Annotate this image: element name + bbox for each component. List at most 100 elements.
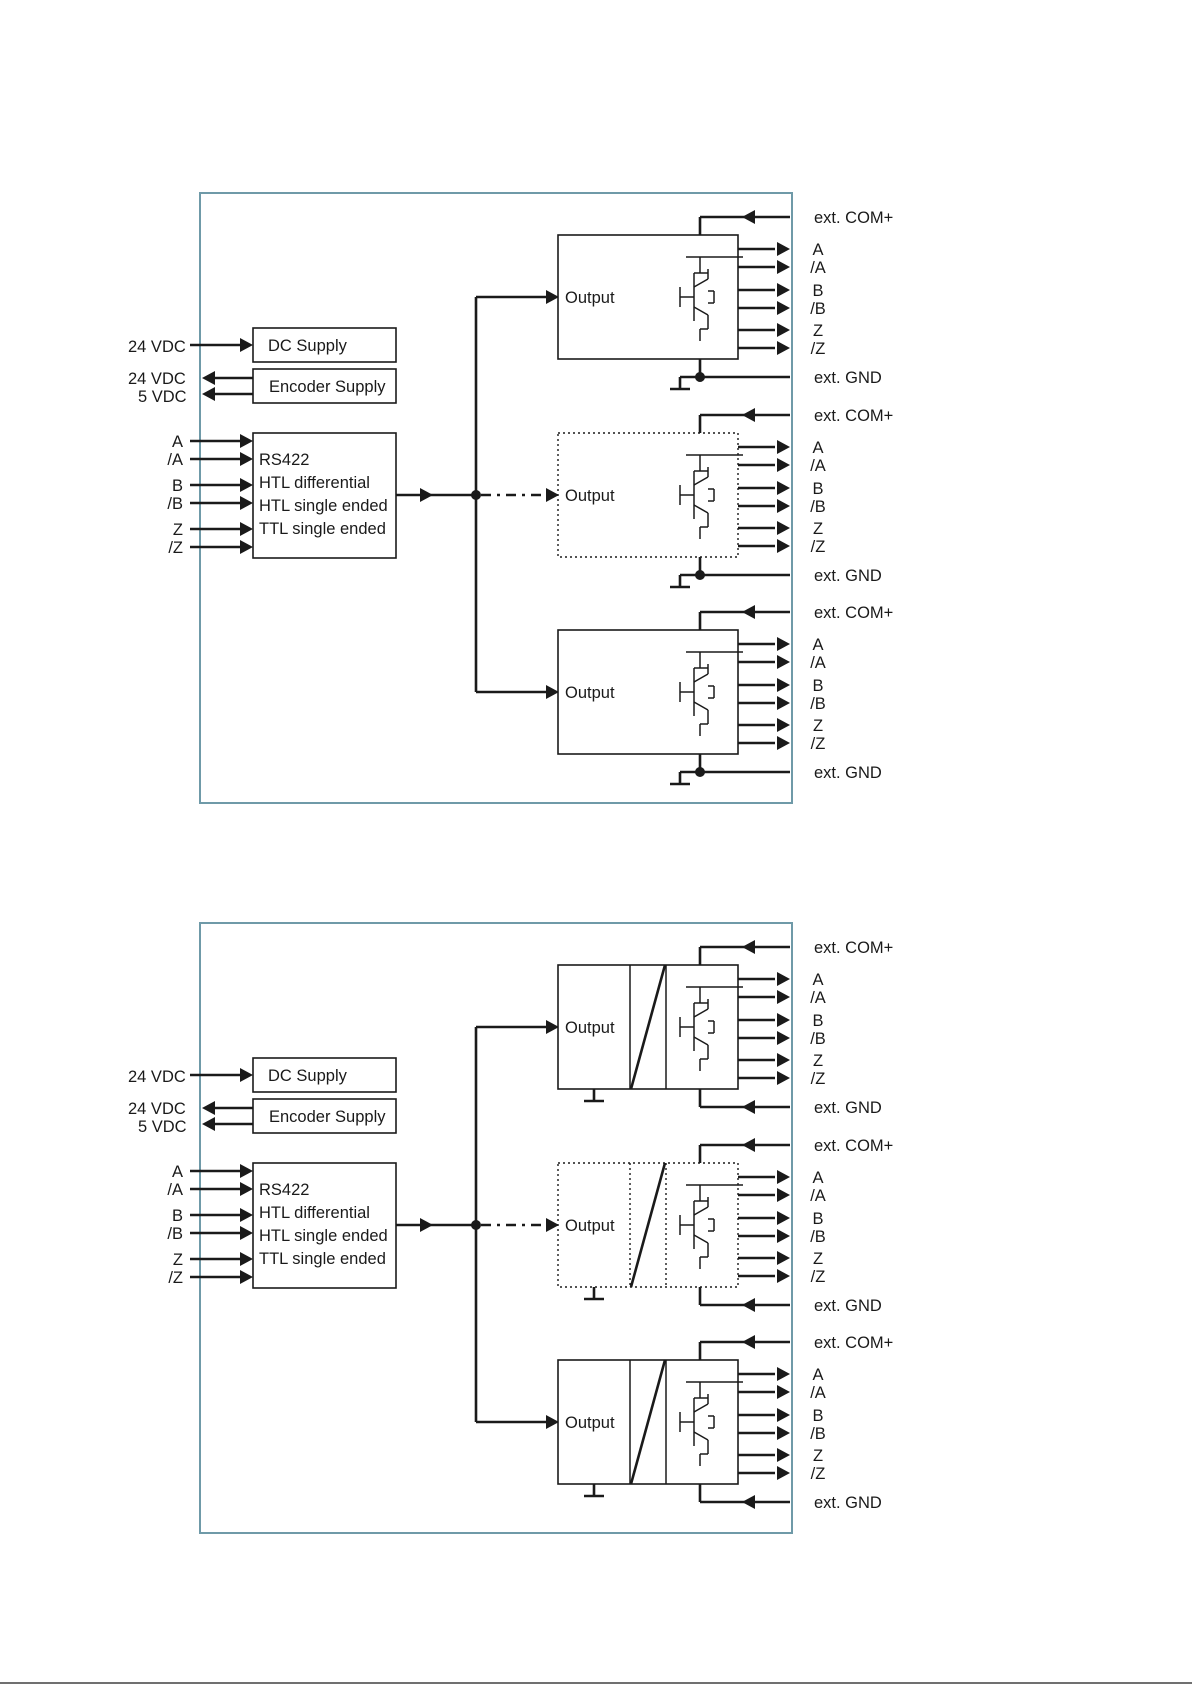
output-signal-arrow [777, 1408, 790, 1422]
encoder-arrow-5 [202, 1117, 215, 1131]
output-signal-arrow [777, 1170, 790, 1184]
output-signal-label: /A [810, 1187, 826, 1205]
output-label: Output [565, 289, 615, 307]
output-signal-label: A [812, 1366, 823, 1384]
output-box [557, 234, 739, 360]
output-signal-label: /B [810, 1030, 826, 1048]
input-signal-label: Z [173, 1251, 183, 1269]
dc-supply-label: DC Supply [268, 337, 348, 355]
bus-arrow [420, 1218, 433, 1232]
isolation-barrier [629, 964, 667, 1090]
output-signal-arrow [777, 1367, 790, 1381]
output-signal-arrow [777, 499, 790, 513]
input-signal-arrow [240, 478, 253, 492]
output-signal-label: /B [810, 1425, 826, 1443]
ext-com-label: ext. COM+ [814, 1137, 893, 1155]
input-type-label: HTL single ended [259, 1227, 388, 1245]
branch-arrow [546, 488, 559, 502]
output-signal-label: /Z [811, 735, 826, 753]
input-signal-arrow [240, 1270, 253, 1284]
input-type-label: RS422 [259, 451, 309, 469]
input-signal-label: /B [167, 1225, 183, 1243]
branch-arrow [546, 1020, 559, 1034]
output-signal-label: Z [813, 1250, 823, 1268]
input-signal-label: /A [167, 1181, 183, 1199]
transistor-collector [693, 278, 709, 288]
output-signal-label: Z [813, 717, 823, 735]
supply-input-label: 24 VDC [128, 1068, 186, 1086]
output-signal-label: /Z [811, 1070, 826, 1088]
branch-arrow [546, 1218, 559, 1232]
input-type-label: HTL differential [259, 474, 370, 492]
output-signal-label: /A [810, 259, 826, 277]
encoder-supply-box [252, 1098, 397, 1134]
transistor-emitter [693, 1234, 709, 1244]
input-signal-label: B [172, 1207, 183, 1225]
output-signal-arrow [777, 1211, 790, 1225]
output-signal-label: B [812, 282, 823, 300]
gnd-arrow [742, 1100, 755, 1114]
input-signal-arrow [240, 522, 253, 536]
transistor-emitter [693, 504, 709, 514]
output-signal-arrow [777, 1466, 790, 1480]
output-signal-arrow [777, 341, 790, 355]
output-box [557, 629, 739, 755]
output-signal-label: /Z [811, 1268, 826, 1286]
branch-arrow [546, 685, 559, 699]
encoder-supply-label: Encoder Supply [269, 378, 386, 396]
output-label: Output [565, 1217, 615, 1235]
output-signal-arrow [777, 696, 790, 710]
input-signal-arrow [240, 1182, 253, 1196]
transistor-emitter [693, 1036, 709, 1046]
com-arrow [742, 605, 755, 619]
dc-supply-label: DC Supply [268, 1067, 348, 1085]
output-signal-label: A [812, 1169, 823, 1187]
isolation-barrier [629, 1162, 667, 1288]
output-signal-arrow [777, 1385, 790, 1399]
transistor-collector [693, 1008, 709, 1018]
ext-gnd-label: ext. GND [814, 1297, 882, 1315]
input-signal-arrow [240, 1164, 253, 1178]
com-arrow [742, 210, 755, 224]
output-label: Output [565, 1414, 615, 1432]
device-frame [199, 922, 793, 1534]
com-arrow [742, 940, 755, 954]
output-signal-arrow [777, 1426, 790, 1440]
com-arrow [742, 408, 755, 422]
output-signal-arrow [777, 718, 790, 732]
dc-supply-box [252, 1057, 397, 1093]
output-signal-label: /A [810, 654, 826, 672]
output-signal-label: /A [810, 989, 826, 1007]
output-signal-label: Z [813, 1052, 823, 1070]
transistor-collector [693, 673, 709, 683]
isolation-barrier [629, 1359, 667, 1485]
ext-com-label: ext. COM+ [814, 407, 893, 425]
output-signal-label: B [812, 1407, 823, 1425]
output-box [557, 432, 739, 558]
input-type-label: HTL single ended [259, 497, 388, 515]
input-signal-arrow [240, 452, 253, 466]
output-signal-arrow [777, 481, 790, 495]
ext-gnd-label: ext. GND [814, 1099, 882, 1117]
transistor-emitter [693, 306, 709, 316]
output-signal-label: B [812, 1012, 823, 1030]
output-signal-arrow [777, 242, 790, 256]
encoder-out-5v-label: 5 VDC [138, 1118, 187, 1136]
input-signal-arrow [240, 1252, 253, 1266]
input-signal-arrow [240, 540, 253, 554]
supply-arrow [240, 1068, 253, 1082]
input-signal-label: /B [167, 495, 183, 513]
output-signal-arrow [777, 637, 790, 651]
output-signal-arrow [777, 521, 790, 535]
transistor-emitter [693, 1431, 709, 1441]
encoder-arrow-5 [202, 387, 215, 401]
encoder-out-24v-label: 24 VDC [128, 1100, 186, 1118]
output-signal-arrow [777, 1448, 790, 1462]
com-arrow [742, 1138, 755, 1152]
